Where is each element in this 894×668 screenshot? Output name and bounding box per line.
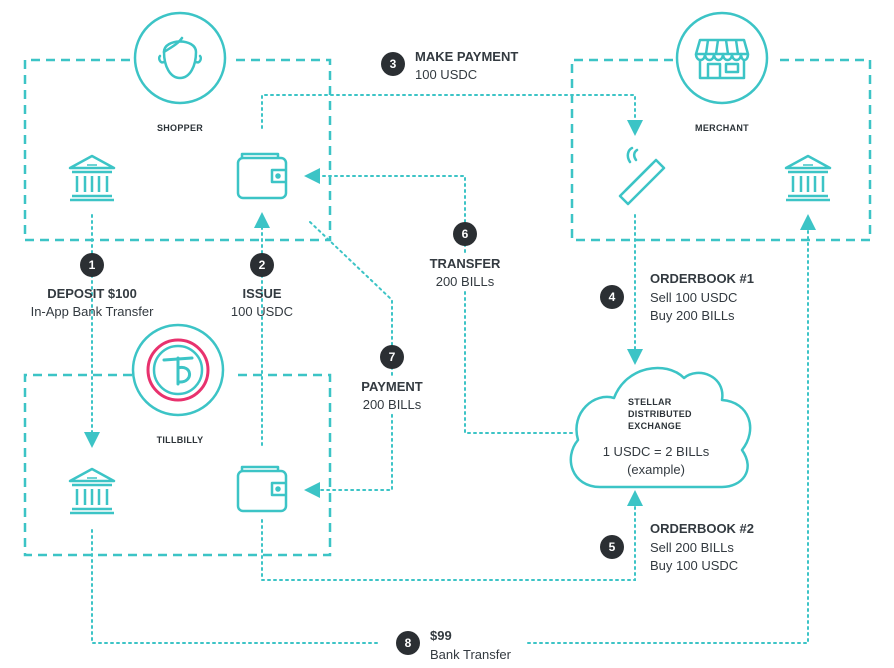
step-7-detail: 200 BILLs xyxy=(359,396,425,413)
step-6-detail: 200 BILLs xyxy=(432,273,498,290)
exchange-label: STELLAR DISTRIBUTED EXCHANGE xyxy=(628,396,692,432)
exchange-note: (example) xyxy=(627,462,685,477)
step-7-title: PAYMENT xyxy=(358,378,426,395)
flow-bank-transfer-end xyxy=(527,214,816,644)
step-badge-7: 7 xyxy=(380,345,404,369)
tillbilly-logo-icon xyxy=(146,338,210,402)
step-3-title: MAKE PAYMENT xyxy=(415,49,519,64)
tillbilly-label: TILLBILLY xyxy=(156,435,204,445)
step-5-detail-2: Buy 100 USDC xyxy=(650,558,739,573)
step-badge-2: 2 xyxy=(250,253,274,277)
exchange-label-line-3: EXCHANGE xyxy=(628,421,682,431)
exchange-label-line-1: STELLAR xyxy=(628,397,672,407)
step-5-title: ORDERBOOK #2 xyxy=(650,521,755,536)
flow-bank-transfer xyxy=(91,529,381,644)
shopper-region xyxy=(23,58,332,242)
wallet-icon-shopper xyxy=(236,152,288,200)
step-badge-8: 8 xyxy=(396,631,420,655)
step-badge-3: 3 xyxy=(381,52,405,76)
nfc-card-icon xyxy=(618,146,666,206)
step-3-detail: 100 USDC xyxy=(415,67,478,82)
step-1-detail: In-App Bank Transfer xyxy=(30,304,154,319)
exchange-label-line-2: DISTRIBUTED xyxy=(628,409,692,419)
step-4-detail-2: Buy 200 BILLs xyxy=(650,308,735,323)
tillbilly-region xyxy=(23,373,332,557)
step-2-detail: 100 USDC xyxy=(230,304,294,319)
shopper-avatar-circle xyxy=(133,11,227,105)
storefront-icon xyxy=(694,38,750,80)
person-icon xyxy=(157,36,203,80)
step-8-title: $99 xyxy=(430,628,452,643)
flow-transfer xyxy=(304,168,573,434)
flow-orderbook-2 xyxy=(261,490,643,581)
step-8-detail: Bank Transfer xyxy=(430,647,511,662)
step-1-title: DEPOSIT $100 xyxy=(47,286,137,301)
bank-icon-shopper xyxy=(68,154,116,202)
bank-icon-merchant xyxy=(784,154,832,202)
cloud-icon xyxy=(569,366,752,489)
step-badge-6: 6 xyxy=(453,222,477,246)
exchange-rate: 1 USDC = 2 BILLs xyxy=(602,444,710,459)
step-2-title: ISSUE xyxy=(242,286,282,301)
shopper-label: SHOPPER xyxy=(156,123,204,133)
step-4-detail: Sell 100 USDC xyxy=(650,290,738,305)
flow-payment xyxy=(304,221,393,498)
flow-make-payment xyxy=(261,94,643,136)
step-6-title: TRANSFER xyxy=(426,255,504,272)
step-badge-4: 4 xyxy=(600,285,624,309)
merchant-label: MERCHANT xyxy=(695,123,749,133)
wallet-icon-tillbilly xyxy=(236,465,288,513)
step-badge-5: 5 xyxy=(600,535,624,559)
step-4-title: ORDERBOOK #1 xyxy=(650,271,755,286)
bank-icon-tillbilly xyxy=(68,467,116,515)
step-badge-1: 1 xyxy=(80,253,104,277)
step-5-detail: Sell 200 BILLs xyxy=(650,540,734,555)
